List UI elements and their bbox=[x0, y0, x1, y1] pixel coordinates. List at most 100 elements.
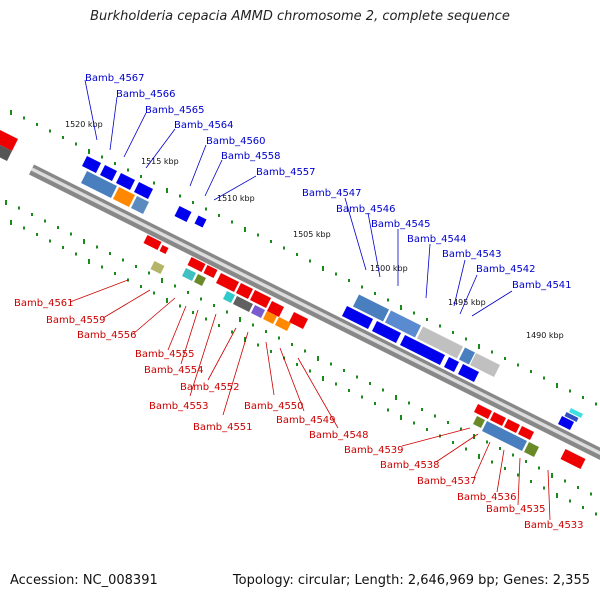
gene-label-4558: Bamb_4558 bbox=[221, 151, 281, 162]
gene-block-4537 bbox=[482, 421, 527, 451]
tick-mark bbox=[374, 292, 376, 295]
tick-mark bbox=[590, 492, 592, 496]
tick-mark bbox=[296, 253, 298, 256]
gene-arrow-4547 bbox=[342, 306, 373, 329]
tick-mark bbox=[478, 344, 480, 349]
tick-mark bbox=[382, 388, 384, 392]
tick-mark bbox=[387, 408, 389, 412]
tick-mark bbox=[556, 493, 558, 498]
topology-summary: Topology: circular; Length: 2,646,969 bp… bbox=[232, 573, 590, 588]
gene-rev-b bbox=[159, 245, 169, 254]
tick-mark bbox=[135, 265, 137, 268]
ruler-label-1490: 1490 kbp bbox=[526, 331, 564, 340]
ruler-label-1520: 1520 kbp bbox=[65, 120, 103, 129]
tick-mark bbox=[36, 233, 38, 236]
tick-mark bbox=[70, 232, 72, 236]
tick-mark bbox=[517, 473, 519, 477]
tick-mark bbox=[44, 219, 46, 223]
gene-rev-a bbox=[143, 235, 162, 250]
tick-mark bbox=[434, 414, 436, 418]
tick-mark bbox=[252, 323, 254, 327]
backbone-highlight bbox=[31, 167, 600, 491]
tick-mark bbox=[452, 441, 454, 444]
tick-mark bbox=[309, 369, 311, 373]
gene-arrow-d bbox=[134, 182, 153, 199]
tick-mark bbox=[569, 389, 571, 393]
gene-label-4566: Bamb_4566 bbox=[116, 89, 176, 100]
gene-rev-k bbox=[490, 412, 506, 426]
leader-4548 bbox=[297, 357, 339, 429]
tick-mark bbox=[530, 370, 532, 373]
gene-label-4552: Bamb_4552 bbox=[180, 382, 240, 393]
gene-block-4548 bbox=[275, 317, 291, 331]
tick-mark bbox=[23, 226, 25, 230]
leader-4557 bbox=[213, 175, 257, 201]
gene-label-4545: Bamb_4545 bbox=[371, 219, 431, 230]
gene-arrow-4560 bbox=[174, 206, 192, 222]
leader-4538 bbox=[435, 433, 479, 463]
gene-label-4553: Bamb_4553 bbox=[149, 401, 209, 412]
tick-mark bbox=[582, 506, 584, 509]
tick-mark bbox=[530, 480, 532, 483]
tick-mark bbox=[187, 291, 189, 294]
tick-mark bbox=[75, 252, 77, 256]
tick-mark bbox=[161, 278, 163, 283]
gene-rev-c bbox=[187, 257, 206, 272]
gene-block-right-blue bbox=[564, 412, 579, 422]
gene-block-4555 bbox=[182, 268, 196, 281]
tick-mark bbox=[356, 375, 358, 379]
gene-label-4556: Bamb_4556 bbox=[77, 330, 137, 341]
reverse-labels: Bamb_4561 Bamb_4559 Bamb_4556 Bamb_4555 … bbox=[14, 279, 584, 531]
leader-4551 bbox=[222, 331, 249, 416]
gene-block-4549 bbox=[251, 305, 265, 318]
tick-mark bbox=[465, 337, 467, 341]
leader-4542 bbox=[459, 274, 478, 315]
tick-mark bbox=[23, 116, 25, 120]
tick-mark bbox=[270, 240, 272, 243]
tick-mark bbox=[244, 337, 246, 342]
gene-block-4544 bbox=[459, 347, 475, 365]
gene-arrow-b bbox=[100, 165, 117, 181]
gene-label-4565: Bamb_4565 bbox=[145, 105, 205, 116]
tick-mark bbox=[465, 447, 467, 451]
leader-4549 bbox=[279, 347, 305, 412]
leader-4550 bbox=[265, 341, 275, 396]
accession-text: Accession: NC_008391 bbox=[10, 573, 158, 588]
gene-rev-m bbox=[518, 426, 534, 440]
tick-mark bbox=[205, 207, 207, 211]
tick-mark bbox=[101, 265, 103, 269]
map-title: Burkholderia cepacia AMMD chromosome 2, … bbox=[90, 9, 510, 24]
gene-rev-d bbox=[203, 265, 218, 278]
tick-mark bbox=[75, 142, 77, 146]
tick-mark bbox=[114, 162, 116, 165]
tick-mark bbox=[179, 304, 181, 308]
tick-mark bbox=[62, 136, 64, 139]
tick-mark bbox=[348, 279, 350, 282]
gene-label-4543: Bamb_4543 bbox=[442, 249, 502, 260]
gene-label-4546: Bamb_4546 bbox=[336, 204, 396, 215]
tick-mark bbox=[49, 129, 51, 133]
tick-mark bbox=[296, 363, 298, 366]
tick-mark bbox=[361, 285, 363, 289]
gene-label-4564: Bamb_4564 bbox=[174, 120, 234, 131]
tick-mark bbox=[512, 453, 514, 457]
tick-mark bbox=[218, 324, 220, 327]
gene-label-4539: Bamb_4539 bbox=[344, 445, 404, 456]
tick-mark bbox=[5, 200, 7, 205]
tick-mark bbox=[140, 175, 142, 178]
gene-block-4561 bbox=[150, 261, 165, 274]
leader-4555 bbox=[167, 305, 187, 351]
leader-4537 bbox=[473, 441, 491, 479]
leader-4552 bbox=[207, 327, 237, 381]
leader-4556 bbox=[132, 297, 176, 335]
gene-block-4545 bbox=[417, 326, 463, 359]
tick-mark bbox=[426, 318, 428, 321]
tick-mark bbox=[595, 512, 597, 516]
tick-mark bbox=[595, 402, 597, 406]
tick-mark bbox=[447, 421, 449, 424]
gene-block-4550 bbox=[233, 296, 253, 312]
gene-arrow-4558 bbox=[194, 215, 207, 228]
tick-mark bbox=[278, 336, 280, 340]
tick-mark bbox=[413, 421, 415, 425]
tick-mark bbox=[387, 298, 389, 302]
